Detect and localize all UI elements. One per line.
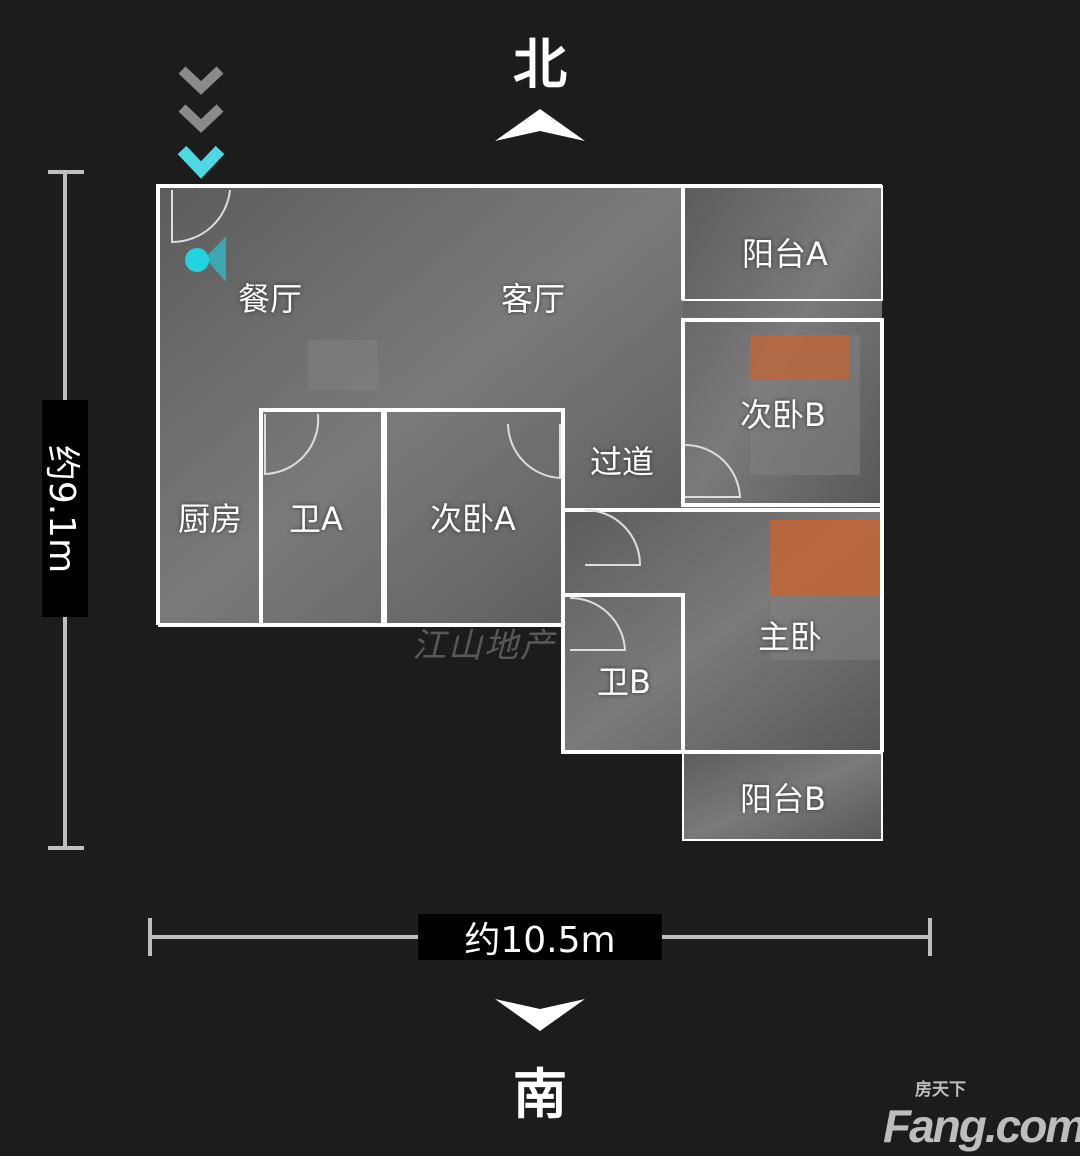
width-dimension-label: 约10.5m [418, 914, 662, 961]
south-arrow-icon [495, 999, 585, 1031]
height-dimension-label: 约9.1m [41, 400, 88, 617]
room-balcony-a: 阳台A [742, 235, 828, 273]
room-bath-a: 卫A [289, 500, 343, 538]
north-arrow-icon [495, 109, 585, 141]
camera-position-icon [185, 236, 226, 282]
room-balcony-b: 阳台B [740, 780, 826, 818]
north-label: 北 [513, 33, 567, 96]
logo-main-text: Fang.com [883, 1100, 1080, 1152]
room-bath-b: 卫B [597, 663, 651, 701]
view-direction-chevrons-icon [177, 66, 225, 179]
room-dining: 餐厅 [237, 280, 303, 318]
room-master-bedroom: 主卧 [757, 618, 823, 656]
room-kitchen: 厨房 [177, 500, 243, 538]
watermark: 江山地产 [412, 626, 556, 666]
south-label: 南 [513, 1063, 567, 1126]
room-living: 客厅 [500, 280, 566, 318]
room-corridor: 过道 [589, 443, 655, 481]
room-bedroom-b: 次卧B [740, 396, 826, 434]
logo-sub-text: 房天下 [915, 1080, 966, 1100]
room-bedroom-a: 次卧A [430, 500, 516, 538]
